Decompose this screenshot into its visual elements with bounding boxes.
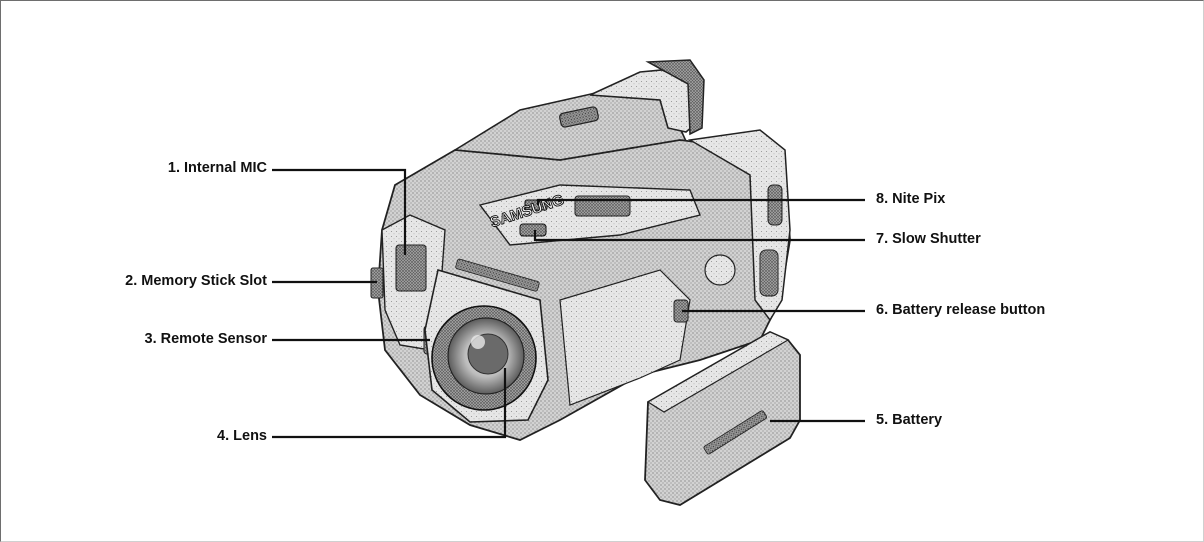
zoom-lever bbox=[559, 106, 599, 128]
label-nite-pix: 8. Nite Pix bbox=[876, 191, 946, 207]
eyecup bbox=[645, 59, 705, 136]
mic-grille bbox=[395, 244, 427, 292]
leader-slow-shutter bbox=[533, 230, 865, 242]
nite-pix-switch bbox=[524, 199, 548, 211]
leader-nite-pix bbox=[536, 198, 865, 205]
lens-label-strip bbox=[455, 258, 540, 292]
label-slow-shutter: 7. Slow Shutter bbox=[876, 231, 981, 247]
label-internal-mic: 1. Internal MIC bbox=[167, 160, 267, 176]
side-control bbox=[767, 184, 783, 226]
leader-lens bbox=[272, 368, 507, 439]
label-battery: 5. Battery bbox=[876, 412, 943, 428]
label-remote-sensor: 3. Remote Sensor bbox=[144, 331, 268, 347]
slow-shutter-button bbox=[519, 223, 547, 237]
body-dial bbox=[704, 254, 736, 286]
leader-lines bbox=[272, 168, 865, 439]
label-lens: 4. Lens bbox=[217, 428, 267, 444]
label-battery-release-button: 6. Battery release button bbox=[876, 302, 1046, 318]
battery-bay bbox=[559, 269, 691, 406]
leader-internal-mic bbox=[272, 168, 407, 255]
lens-highlight bbox=[471, 335, 485, 349]
battery-top-face bbox=[646, 331, 790, 413]
battery-label-strip bbox=[703, 410, 767, 455]
side-control-lower bbox=[759, 249, 779, 297]
battery-pack bbox=[644, 330, 801, 506]
label-memory-stick-slot: 2. Memory Stick Slot bbox=[125, 273, 267, 289]
